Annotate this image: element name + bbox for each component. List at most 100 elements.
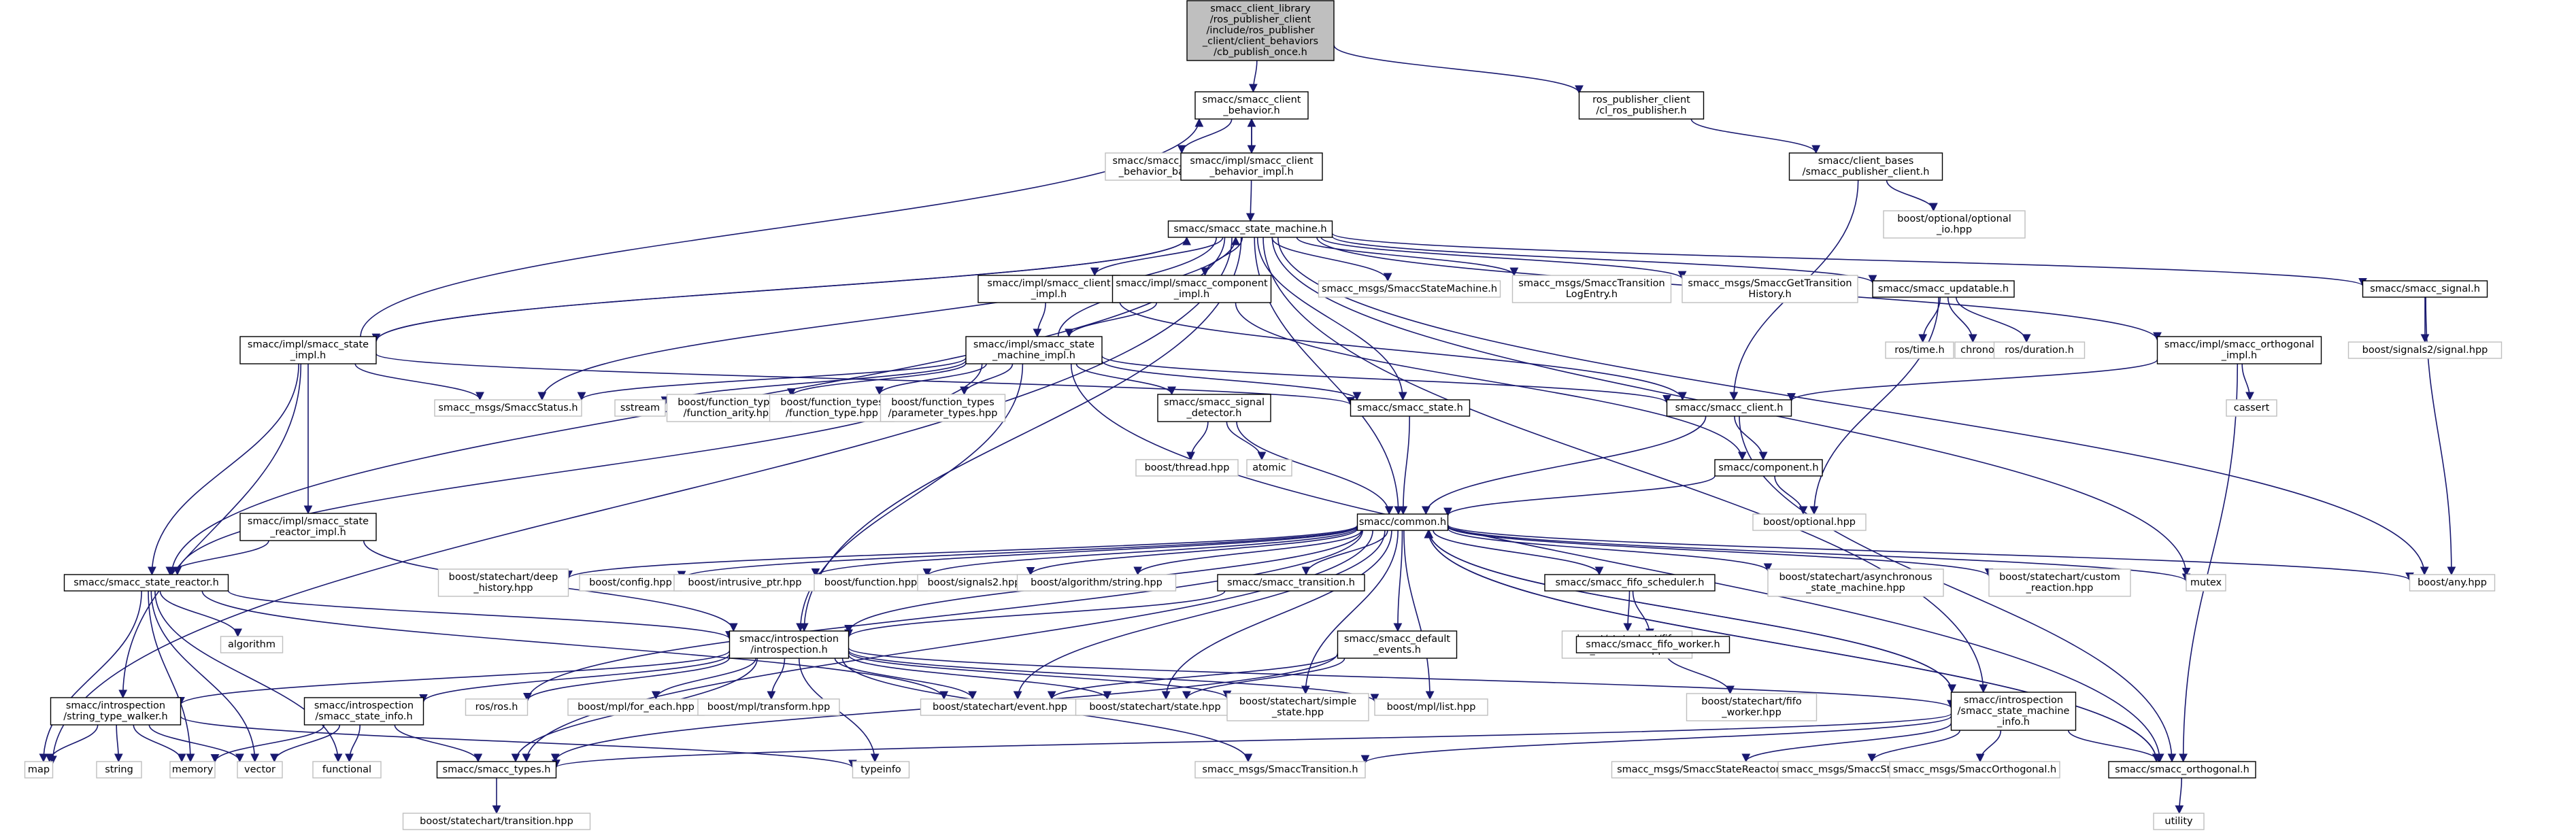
node-typeinfo: typeinfo — [852, 761, 910, 779]
edge-smimpl-to-status — [577, 357, 967, 401]
node-vector: vector — [237, 761, 283, 779]
node-box — [977, 275, 1120, 303]
edge-smi-to-common — [1424, 529, 1953, 693]
node-label-line: ros/ros.h — [475, 702, 518, 713]
node-string: string — [96, 761, 142, 779]
node-label-line: utility — [2164, 816, 2193, 827]
node-intro[interactable]: smacc/introspection/introspection.h — [729, 630, 850, 659]
node-box — [1350, 399, 1471, 417]
edge-sr-to-vector — [150, 590, 260, 763]
node-smimpl[interactable]: smacc/impl/smacc_state_machine_impl.h — [965, 336, 1103, 364]
edge-stimpl-to-status — [354, 363, 484, 401]
node-sr[interactable]: smacc/smacc_state_reactor.h — [63, 574, 229, 592]
node-stw[interactable]: smacc/introspection/string_type_walker.h — [50, 697, 182, 726]
edge-sigdet-to-common — [1236, 421, 1394, 515]
node-label-line: smacc/impl/smacc_client — [1190, 156, 1314, 167]
node-rosh: ros/ros.h — [465, 698, 529, 716]
node-box — [1885, 341, 1954, 359]
edge-stimpl-to-cbh — [360, 118, 1204, 337]
node-label-line: boost/statechart/asynchronous — [1779, 572, 1932, 583]
node-label-line: mutex — [2190, 577, 2222, 588]
node-types[interactable]: smacc/smacc_types.h — [436, 761, 557, 779]
node-box — [50, 697, 182, 726]
node-upd[interactable]: smacc/smacc_updatable.h — [1872, 280, 2015, 298]
edge-root-to-rosp — [1333, 44, 1584, 95]
node-sm[interactable]: smacc/smacc_state_machine.h — [1167, 220, 1333, 238]
node-box — [1337, 630, 1458, 659]
node-ssi[interactable]: smacc/introspection/smacc_state_info.h — [303, 697, 424, 726]
node-label-line: atomic — [1252, 462, 1286, 473]
edge-defev-to-scstate — [1182, 658, 1345, 700]
node-sig[interactable]: smacc/smacc_signal.h — [2362, 280, 2488, 298]
edge-comp-to-common — [1443, 475, 1716, 517]
node-orth[interactable]: smacc/smacc_orthogonal.h — [2108, 761, 2256, 779]
node-client[interactable]: smacc/smacc_client.h — [1666, 399, 1792, 417]
node-label-line: smacc/impl/smacc_client — [987, 278, 1111, 289]
node-label-line: _impl.h — [1031, 289, 1067, 300]
edge-client-to-comp — [1734, 415, 1768, 461]
edge-cbimpl-to-sm — [1245, 180, 1255, 222]
node-label-line: boost/statechart/fifo — [1701, 696, 1802, 707]
node-compimpl[interactable]: smacc/impl/smacc_component_impl.h — [1111, 275, 1272, 303]
node-fifowh: boost/statechart/fifo_worker.hpp — [1686, 693, 1818, 721]
node-common[interactable]: smacc/common.h — [1356, 513, 1449, 531]
edge-sm-to-smi — [1262, 237, 1988, 694]
node-defev[interactable]: smacc/smacc_default_events.h — [1337, 630, 1458, 659]
edge-common-to-mpllist — [1403, 530, 1435, 700]
edge-smimpl-to-state — [1101, 360, 1362, 401]
node-box — [1544, 574, 1716, 592]
node-label-line: smacc_msgs/SmaccTransition.h — [1202, 764, 1358, 775]
node-trans[interactable]: smacc/smacc_transition.h — [1217, 574, 1365, 592]
node-box — [437, 568, 569, 597]
node-fifow[interactable]: smacc/smacc_fifo_worker.h — [1575, 636, 1730, 653]
node-label-line: _state.hpp — [1271, 707, 1324, 718]
node-label-line: _behavior_impl.h — [1209, 167, 1293, 177]
edge-smi-to-orth — [2067, 730, 2163, 763]
edge-orthimpl-to-client — [1787, 358, 2158, 402]
edge-stimpl-to-state — [375, 353, 1355, 406]
node-box — [579, 574, 682, 592]
node-utility: utility — [2153, 813, 2205, 830]
node-cbases[interactable]: smacc/client_bases/smacc_publisher_clien… — [1788, 152, 1943, 181]
node-label-line: smacc/introspection — [1964, 695, 2063, 706]
node-box — [814, 574, 928, 592]
node-sigdet[interactable]: smacc/smacc_signal_detector.h — [1157, 394, 1271, 422]
node-srmsg: smacc_msgs/SmaccStateReactor.h — [1611, 761, 1794, 779]
edge-sr-to-functional — [154, 590, 343, 763]
node-box — [1575, 636, 1730, 653]
node-cbh[interactable]: smacc/smacc_client_behavior.h — [1194, 91, 1309, 120]
node-state[interactable]: smacc/smacc_state.h — [1350, 399, 1471, 417]
node-rosp[interactable]: ros_publisher_client/cl_ros_publisher.h — [1578, 91, 1705, 120]
node-box — [1180, 152, 1323, 181]
edge-sm-to-tlog — [1296, 237, 1519, 277]
edge-common-to-config — [677, 525, 1358, 580]
node-fifo[interactable]: smacc/smacc_fifo_scheduler.h — [1544, 574, 1716, 592]
edge-common-to-any — [1447, 524, 2414, 581]
node-comp[interactable]: smacc/component.h — [1714, 459, 1823, 477]
node-label-line: smacc/smacc_orthogonal.h — [2115, 764, 2249, 775]
node-label-line: sstream — [620, 403, 660, 413]
edge-ssi-to-types — [394, 724, 483, 763]
edge-orth-to-common — [1424, 529, 2157, 762]
node-root[interactable]: smacc_client_library/ros_publisher_clien… — [1186, 0, 1335, 61]
edge-common-to-custom — [1447, 526, 1994, 577]
node-smi[interactable]: smacc/introspection/smacc_state_machine_… — [1950, 692, 2077, 731]
edge-client-to-common — [1421, 415, 1707, 515]
node-label-line: smacc_msgs/SmaccOrthogonal.h — [1893, 764, 2056, 775]
node-sig2: boost/signals2/signal.hpp — [2347, 341, 2503, 359]
node-label-line: smacc/smacc_state_machine.h — [1173, 224, 1326, 235]
node-cbimpl[interactable]: smacc/impl/smacc_client_behavior_impl.h — [1180, 152, 1323, 181]
node-stimpl[interactable]: smacc/impl/smacc_state_impl.h — [239, 336, 377, 364]
node-asyncsm: boost/statechart/asynchronous_state_mach… — [1767, 568, 1944, 597]
node-algstr: boost/algorithm/string.hpp — [1016, 574, 1177, 592]
node-srimpl[interactable]: smacc/impl/smacc_state_reactor_impl.h — [239, 513, 377, 541]
node-orthimpl[interactable]: smacc/impl/smacc_orthogonal_impl.h — [2156, 336, 2322, 364]
node-clientimpl[interactable]: smacc/impl/smacc_client_impl.h — [977, 275, 1120, 303]
node-box — [1993, 341, 2086, 359]
edge-sm-to-gth — [1320, 237, 1687, 280]
node-label-line: /string_type_walker.h — [63, 711, 167, 722]
edge-cbases-to-optio — [1886, 180, 1938, 212]
node-box — [1111, 275, 1272, 303]
edge-smi-to-types — [552, 713, 1952, 768]
node-label-line: _reaction.hpp — [2026, 583, 2094, 594]
